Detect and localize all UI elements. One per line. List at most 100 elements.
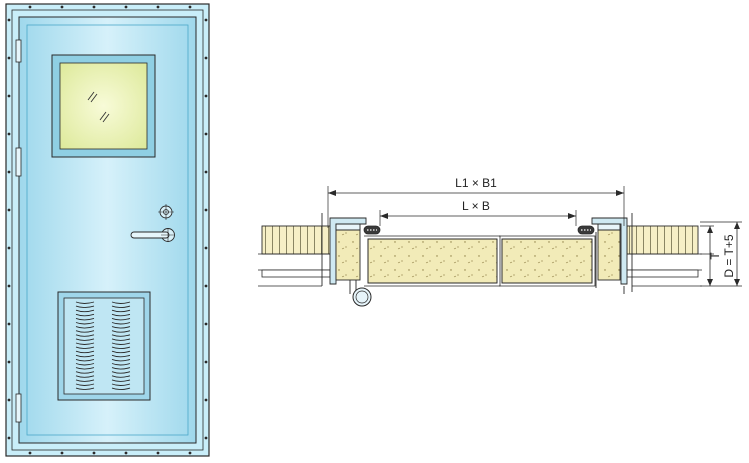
louvre-slat [75,317,95,321]
rivet-icon [124,451,128,455]
louvre-slat [111,346,131,350]
depth-label: D = T+5 [722,234,736,277]
louvre-slat [75,350,95,354]
door-handle-icon [130,204,175,242]
louvre-slat [111,301,131,304]
right-wall-panel [625,225,702,287]
louvre-slat [111,363,131,366]
louvre-slat [111,334,131,337]
louvre-slat [111,305,131,309]
louvre-slat [75,334,95,337]
rivet-icon [7,170,11,174]
rivet-icon [156,451,160,455]
door-leaf-section-left [364,235,501,287]
louvre-slat [111,350,131,354]
louvre-slat [111,342,131,345]
door-elevation [5,3,210,457]
rivet-icon [28,5,32,9]
rivet-icon [204,322,208,326]
door-window [51,54,156,158]
left-frame-profile [321,213,367,294]
louvre-slat [75,309,95,313]
rivet-icon [28,451,32,455]
louvre-slat [111,375,131,378]
rivet-icon [204,246,208,250]
louvre-slat [75,326,95,329]
rivet-icon [7,208,11,212]
louvre-slat [111,322,131,325]
dimension-depth: D = T+5 [722,222,740,286]
hinge-pin-icon [352,287,372,307]
rivet-icon [124,5,128,9]
louvre-slat [75,371,95,374]
rivet-icon [7,246,11,250]
louvre-slat [75,375,95,378]
louvre-slat [111,338,131,341]
louvre-slat [111,367,131,370]
louvre-slat [75,313,95,317]
left-wall-panel [258,225,331,287]
inner-opening-label: L × B [462,199,490,213]
louvre-slat [111,317,131,321]
section-detail: L1 × B1 L × B T D = T+5 [258,176,742,307]
louvre-slat [75,301,95,304]
louvre-slat [75,346,95,350]
rivet-icon [92,5,96,9]
rivet-icon [60,451,64,455]
louvre-slat [111,387,131,391]
louvre-slat [111,379,131,382]
seal-icon [363,225,381,235]
louvre-slat [111,309,131,313]
louvre-slat [111,354,131,358]
louvre-slat [111,326,131,329]
louvre-slat [75,367,95,370]
louvre-slat [75,305,95,309]
louvre-slat [111,371,131,374]
rivet-icon [7,94,11,98]
rivet-icon [204,132,208,136]
rivet-icon [7,436,11,440]
vent-louvre [57,291,151,401]
dimension-outer-opening: L1 × B1 [328,176,624,196]
hinge-icon [15,39,22,423]
rivet-icon [188,5,192,9]
louvre-slat [111,313,131,317]
louvre-slat [75,338,95,341]
rivet-icon [156,5,160,9]
rivet-icon [188,451,192,455]
rivet-icon [204,436,208,440]
rivet-icon [7,284,11,288]
rivet-icon [204,56,208,60]
frame-rivets [7,5,208,455]
dimension-inner-opening: L × B [380,199,576,219]
right-frame-profile [591,213,633,294]
rivet-icon [204,398,208,402]
outer-opening-label: L1 × B1 [455,176,497,190]
dimension-thickness: T [700,221,742,287]
louvre-slat [111,358,131,362]
rivet-icon [92,451,96,455]
rivet-icon [7,322,11,326]
louvre-slat [75,322,95,325]
louvre-slat [75,383,95,386]
door-leaf-section-right [499,235,596,287]
rivet-icon [204,170,208,174]
louvre-slat [111,330,131,333]
louvre-slat [75,379,95,382]
louvre-slat [75,330,95,333]
seal-icon [577,225,595,235]
rivet-icon [7,360,11,364]
louvre-slat [75,358,95,362]
rivet-icon [7,18,11,22]
louvre-slat [75,387,95,391]
rivet-icon [204,360,208,364]
thickness-label: T [708,252,722,260]
rivet-icon [204,94,208,98]
louvre-slat [111,383,131,386]
rivet-icon [204,18,208,22]
rivet-icon [204,208,208,212]
rivet-icon [7,132,11,136]
louvre-slat [75,342,95,345]
rivet-icon [60,5,64,9]
